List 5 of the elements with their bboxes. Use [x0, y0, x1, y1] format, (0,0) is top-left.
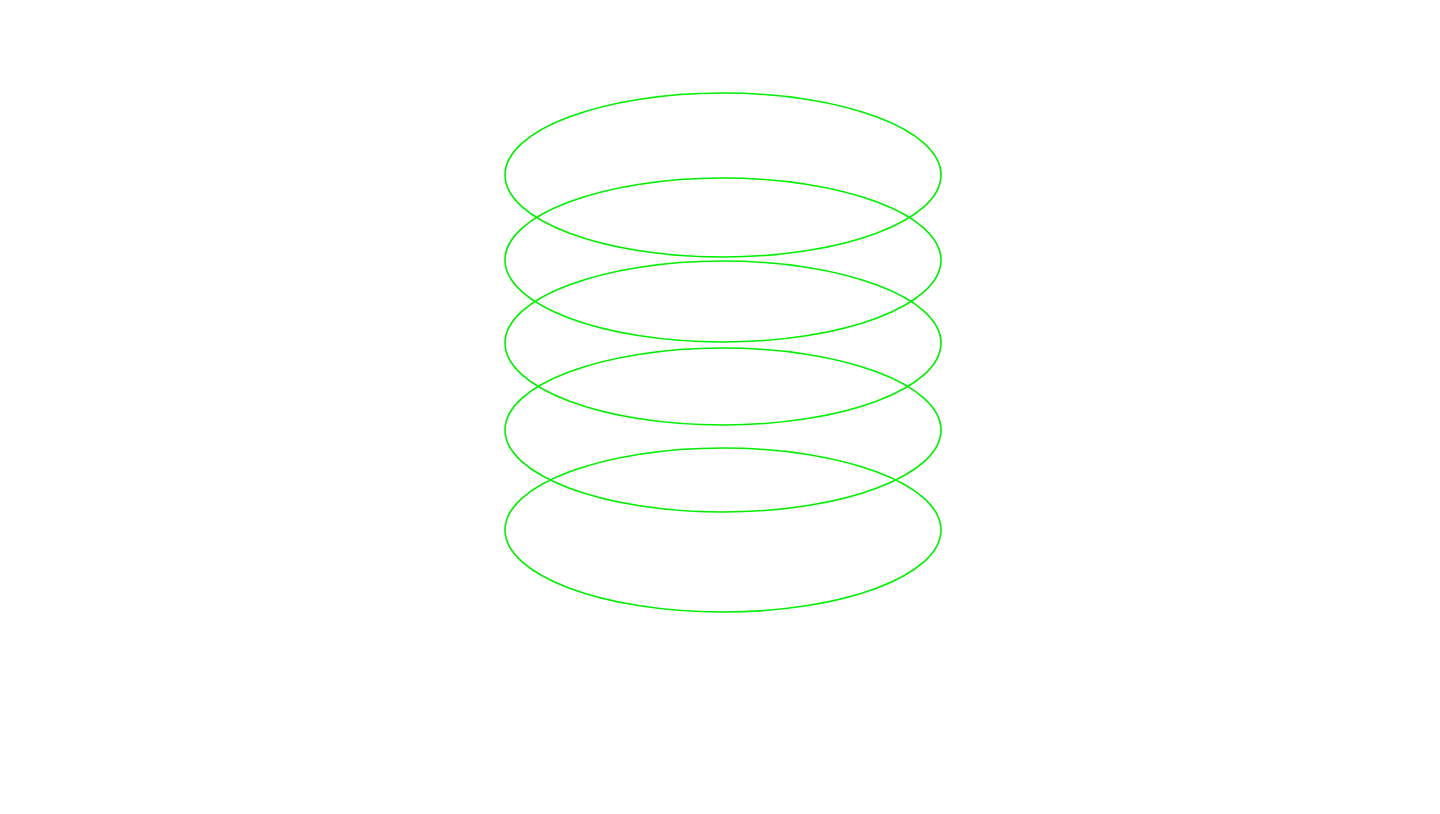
- ellipse-outline: [504, 260, 942, 426]
- ellipse-outline: [504, 347, 942, 513]
- ellipse-outline: [504, 447, 942, 613]
- ellipse-outline: [504, 92, 942, 258]
- ellipse-outline: [504, 177, 942, 343]
